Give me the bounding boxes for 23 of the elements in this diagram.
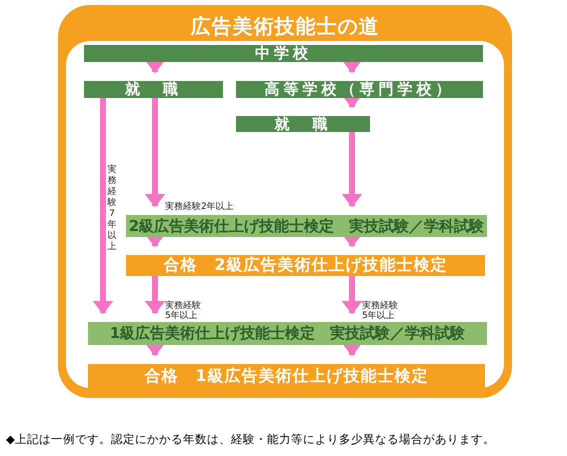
arrow (144, 60, 166, 74)
arrow (342, 60, 362, 74)
arrow (144, 343, 166, 356)
edge-label: 実務経験 5年以上 (165, 301, 202, 321)
arrow (342, 343, 362, 356)
exam-box: 2級広告美術仕上げ技能士検定 実技試験／学科試験 (126, 215, 487, 237)
edge-label: 実務経験7年以上 (107, 165, 117, 253)
school-box: 中学校 (84, 45, 483, 62)
edge-label: 実務経験2年以上 (165, 202, 234, 212)
pass-box: 合格 1級広告美術仕上げ技能士検定 (88, 364, 485, 388)
arrow (342, 132, 362, 208)
arrow (342, 276, 362, 314)
title: 広告美術技能士の道 (189, 13, 380, 40)
exam-box: 1級広告美術仕上げ技能士検定 実技試験／学科試験 (88, 322, 487, 345)
arrow (144, 276, 166, 314)
pass-box: 合格 2級広告美術仕上げ技能士検定 (126, 255, 485, 276)
edge-label: 実務経験 5年以上 (362, 301, 399, 321)
arrow (92, 98, 114, 314)
employment-box: 就 職 (236, 116, 370, 132)
school-box: 高等学校（専門学校） (236, 81, 483, 98)
arrow (144, 98, 166, 208)
caption: ◆上記は一例です。認定にかかる年数は、経験・能力等により多少異なる場合があります。 (6, 432, 495, 447)
employment-box: 就 職 (84, 81, 223, 98)
